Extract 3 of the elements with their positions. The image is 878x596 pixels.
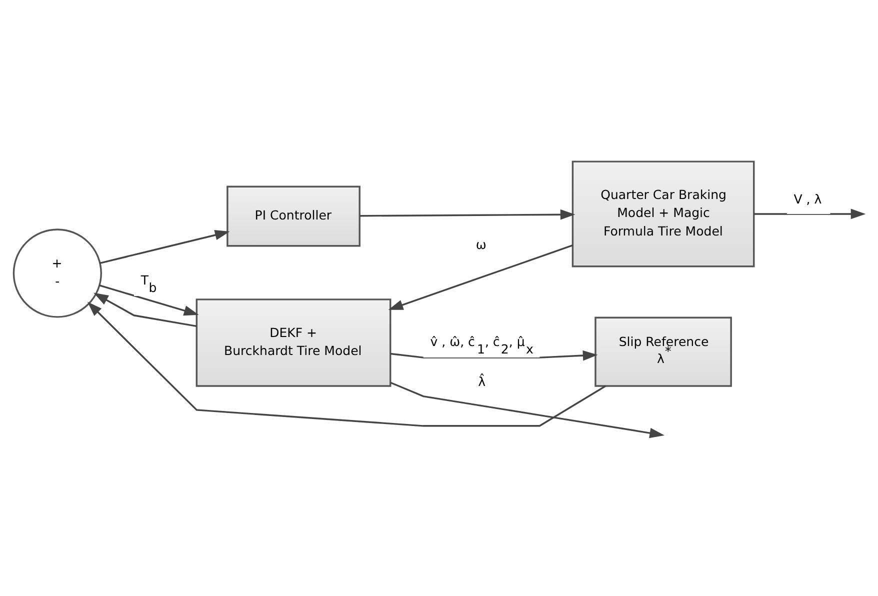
edge-label: V , λ	[794, 190, 822, 206]
edge-label: λ̂	[478, 373, 486, 388]
edge-label: ω	[476, 236, 486, 252]
